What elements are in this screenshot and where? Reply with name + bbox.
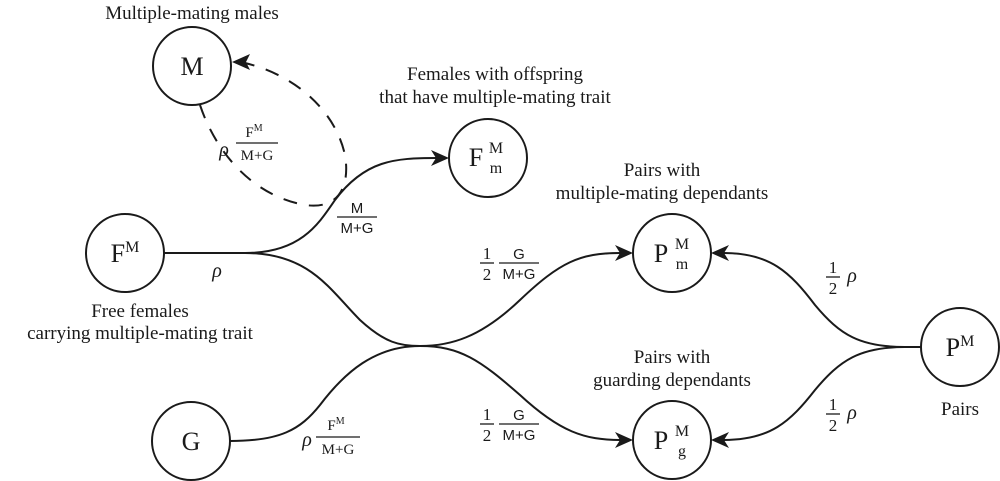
node-fmm-caption-line1: Females with offspring [407,64,583,85]
label-pmm-right-rate: 1 2 ρ [826,258,857,298]
node-pmm-caption-line1: Pairs with [624,160,701,181]
label-g-den: M+G [322,442,355,458]
label-dashed-num: FM [245,123,262,141]
node-fm-symbol: FM [111,239,140,268]
edge-fm-to-pmm [244,252,621,348]
node-pm: PM Pairs [920,307,1000,420]
label-pmm-right-rho: ρ [846,265,857,287]
node-pmm-symbol: P [654,239,668,268]
node-pmg: P M g Pairs with guarding dependants [593,347,751,480]
node-pmm-caption-line2: multiple-mating dependants [556,183,769,204]
node-fm: FM Free females carrying multiple-mating… [27,213,254,344]
label-dashed-rate: ρ FM M+G [218,123,278,164]
label-pmm-left-half-den: 2 [483,265,492,284]
node-pmm-circle [632,213,712,293]
node-pmg-caption-line2: guarding dependants [593,370,751,391]
node-fm-caption-line1: Free females [91,301,189,322]
label-pmm-left-rate: 1 2 G M+G [480,244,539,284]
edge-g-to-pmg [229,344,621,442]
node-fmm-circle [448,118,528,198]
label-pmg-left-half-den: 2 [483,426,492,445]
arrowhead-fmm [431,150,449,166]
node-pmm: P M m Pairs with multiple-mating dependa… [556,160,769,293]
label-g-rho: ρ [301,429,312,451]
label-fmm-den: M+G [341,220,374,237]
label-pmg-left-rate: 1 2 G M+G [480,405,539,445]
node-pmg-caption-line1: Pairs with [634,347,711,368]
arrowhead-pmg-right [711,432,729,448]
node-fm-caption-line2: carrying multiple-mating trait [27,323,254,344]
arrowhead-pmm-right [711,245,729,261]
node-m: M Multiple-mating males [105,3,279,106]
arrowhead-pmm-left [615,245,633,261]
node-pm-circle [920,307,1000,387]
label-pmm-right-half-num: 1 [829,258,838,277]
edge-pm-to-pmm [723,252,921,348]
label-pmg-right-rate: 1 2 ρ [826,395,857,435]
label-pmm-left-num: G [513,246,525,263]
node-pmg-sub: g [678,443,686,460]
node-g-symbol: G [182,427,201,456]
label-fmm-num: M [351,200,364,217]
label-pmm-right-half-den: 2 [829,279,838,298]
node-pmg-symbol: P [654,426,668,455]
node-pm-caption: Pairs [941,399,979,420]
node-fmm: F M m Females with offspring that have m… [379,64,612,198]
node-fmm-sub: m [490,160,503,177]
label-dashed-den: M+G [241,148,274,164]
label-fmm-rate: M M+G [337,200,377,237]
node-m-caption: Multiple-mating males [105,3,279,24]
label-pmm-left-den: M+G [503,266,536,283]
edge-fm-to-fmm [244,157,438,254]
node-fm-circle [85,213,165,293]
node-pm-symbol: PM [946,333,975,362]
edge-pm-to-pmg [723,346,906,441]
label-g-num: FM [327,416,344,434]
node-fmm-sup: M [489,140,503,157]
label-g-rate: ρ FM M+G [301,416,360,458]
edge-dashed-loop-to-m [199,62,348,207]
node-pmg-sup: M [675,423,689,440]
label-pmg-left-den: M+G [503,427,536,444]
node-g: G [151,401,231,481]
label-pmg-right-rho: ρ [846,402,857,424]
arrowhead-pmg-left [615,432,633,448]
node-fmm-symbol: F [469,143,483,172]
node-pmm-sub: m [676,256,689,273]
label-pmg-right-half-den: 2 [829,416,838,435]
node-fmm-caption-line2: that have multiple-mating trait [379,87,611,108]
label-pmg-right-half-num: 1 [829,395,838,414]
label-fm-rho: ρ [211,260,222,282]
node-m-symbol: M [180,52,203,81]
label-pmg-left-half-num: 1 [483,405,492,424]
label-pmg-left-num: G [513,407,525,424]
label-dashed-rho: ρ [218,139,229,161]
label-pmm-left-half-num: 1 [483,244,492,263]
arrowhead-m [232,54,250,70]
node-pmm-sup: M [675,236,689,253]
node-g-circle [151,401,231,481]
node-m-circle [152,26,232,106]
node-pmg-circle [632,400,712,480]
